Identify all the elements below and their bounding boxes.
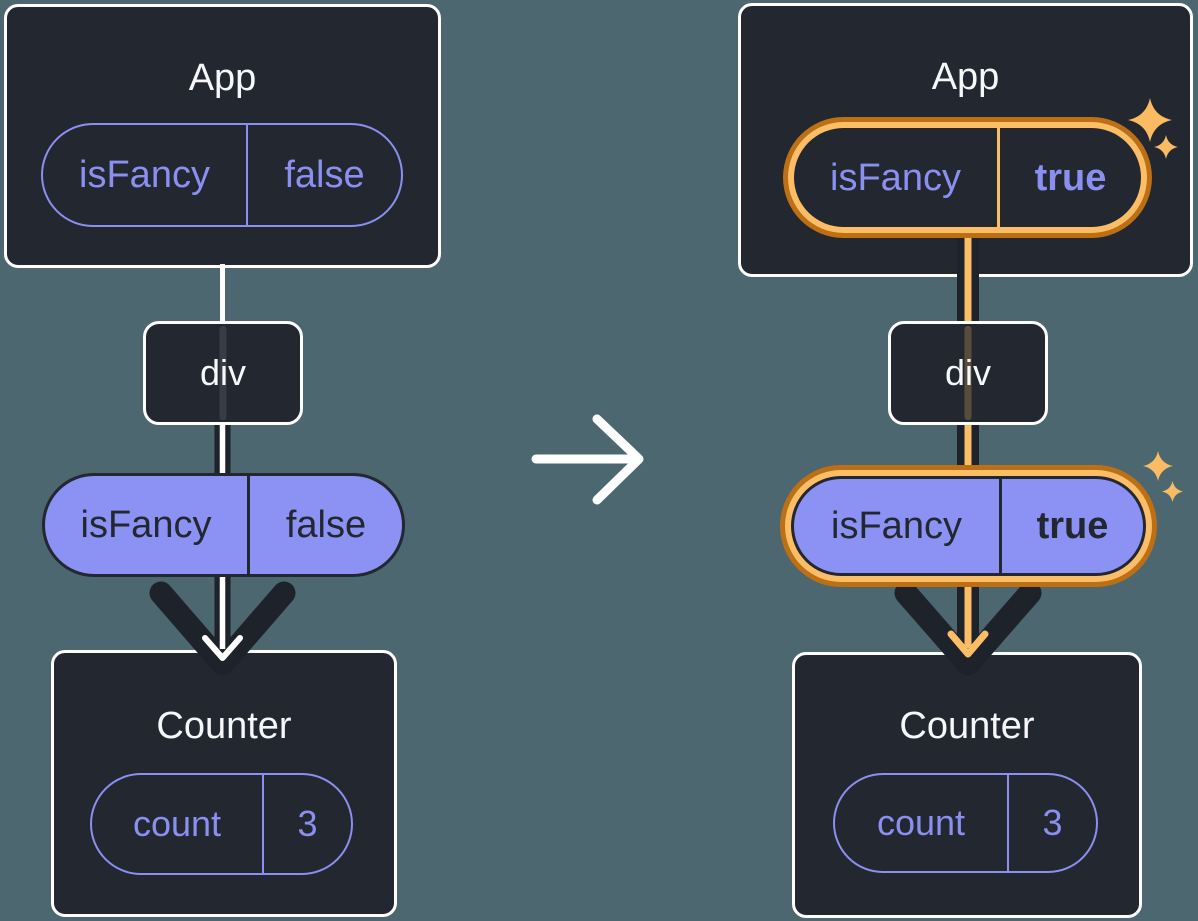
state-pill: count 3 [90,773,353,875]
arrow-down-tip-icon [947,630,989,658]
component-title: App [931,56,1000,98]
props-pill: isFancy false [42,473,405,577]
arrow-down-icon [149,581,296,676]
component-title: Counter [156,705,292,747]
arrow-right-icon [531,414,644,505]
arrow-down-tip-icon [202,635,243,661]
state-value: 3 [1007,775,1096,871]
state-key: count [876,802,966,843]
prop-value: false [247,476,402,574]
node-label: div [944,352,992,393]
node-label: div [199,352,247,393]
prop-key: isFancy [831,505,962,547]
highlight-ring: isFancy true [788,122,1147,233]
state-pill: count 3 [833,773,1098,873]
component-title: App [188,57,257,99]
sparkle-icon [1154,135,1178,159]
sparkle-icon [1162,481,1183,502]
state-key: count [132,803,222,844]
div-node-before: div [143,321,303,425]
state-key: isFancy [830,156,961,199]
props-pill-highlighted: isFancy true [780,465,1157,587]
arrow-down-icon [894,581,1042,676]
div-node-after: div [888,321,1048,425]
prop-key: isFancy [80,504,212,546]
sparkle-icon [1128,98,1172,142]
sparkle-icon [1143,451,1173,481]
component-title: Counter [899,705,1035,747]
prop-value: true [999,479,1143,573]
state-value: true [997,128,1141,227]
state-pill: isFancy false [41,123,403,227]
highlight-ring: isFancy true [785,470,1152,582]
state-key: isFancy [79,154,210,196]
state-value: false [246,125,401,225]
state-value: 3 [262,775,351,873]
state-pill-highlighted: isFancy true [783,117,1152,238]
